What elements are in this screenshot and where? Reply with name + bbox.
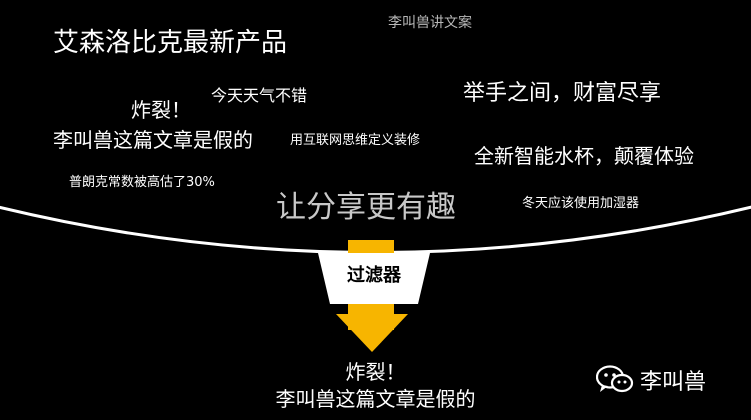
phrase-share-fun: 让分享更有趣: [276, 190, 456, 225]
phrase-internet: 用互联网思维定义装修: [290, 133, 421, 148]
result-line2: 李叫兽这篇文章是假的: [275, 387, 476, 411]
phrase-weather: 今天天气不错: [211, 86, 308, 105]
phrase-wealth: 举手之间，财富尽享: [463, 81, 662, 106]
phrase-smart-cup: 全新智能水杯，颠覆体验: [474, 144, 694, 168]
phrase-aisen: 艾森洛比克最新产品: [53, 28, 288, 58]
watermark-top: 李叫兽讲文案: [388, 15, 472, 31]
result-line1: 炸裂！: [345, 360, 406, 384]
phrase-winter: 冬天应该使用加湿器: [522, 196, 640, 211]
funnel-shape: [318, 253, 430, 304]
phrase-planck: 普朗克常数被高估了30%: [69, 175, 215, 190]
brand-mark: 李叫兽: [595, 363, 707, 397]
brand-name: 李叫兽: [640, 370, 707, 395]
wechat-icon: [595, 365, 634, 395]
phrase-bombshell-line1: 炸裂！: [131, 98, 191, 122]
filter-label: 过滤器: [347, 265, 401, 286]
phrase-bombshell-line2: 李叫兽这篇文章是假的: [53, 128, 253, 152]
